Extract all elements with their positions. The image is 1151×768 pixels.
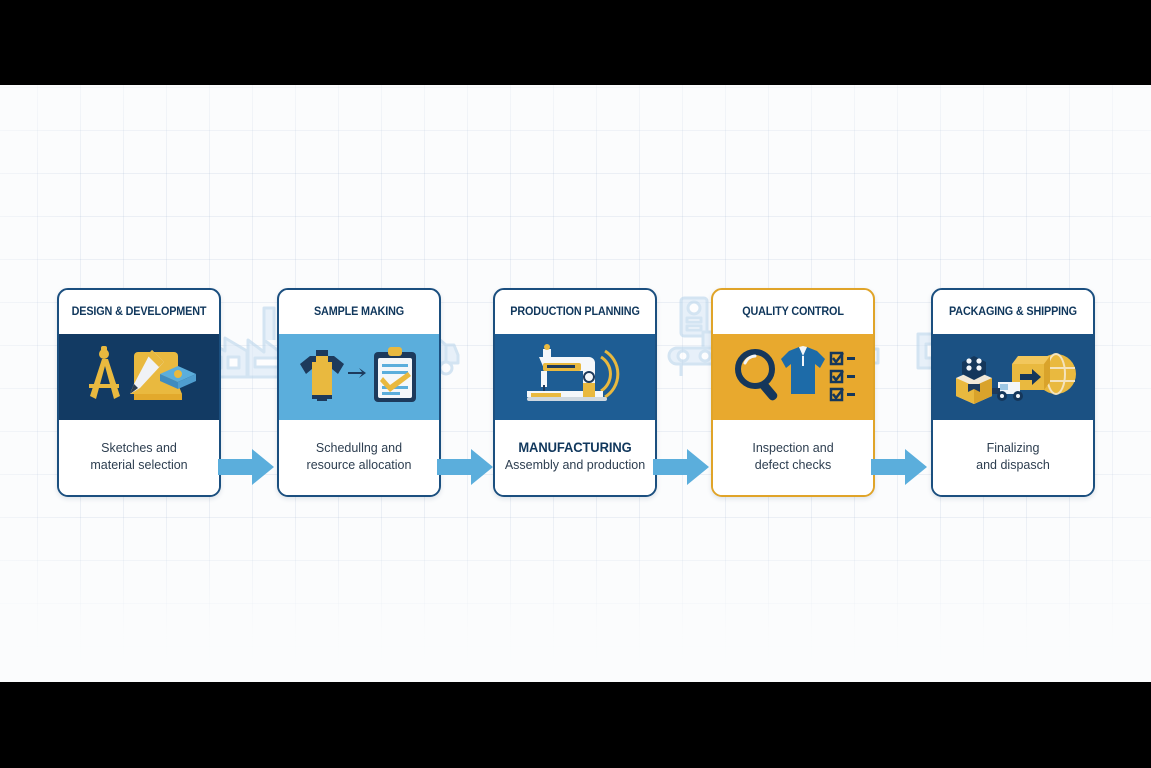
step-caption-design-development: Sketches and material selection bbox=[59, 420, 219, 495]
sewing-machine-icon bbox=[517, 343, 633, 412]
caption-line: material selection bbox=[90, 457, 188, 472]
caption-line: defect checks bbox=[754, 457, 832, 472]
drafting-compass-pencil-fabric-icon bbox=[80, 344, 198, 411]
step-title-design-development: DESIGN & DEVELOPMENT bbox=[63, 290, 215, 334]
arrow-design-to-sample bbox=[218, 447, 276, 487]
step-card-design-development[interactable]: DESIGN & DEVELOPMENT bbox=[57, 288, 221, 497]
caption-line: Assembly and production bbox=[504, 457, 646, 472]
step-caption-quality-control: Inspection and defect checks bbox=[713, 420, 873, 495]
boxes-truck-globe-icon bbox=[948, 344, 1078, 411]
arrow-quality-to-packaging bbox=[871, 447, 929, 487]
step-caption-packaging-shipping: Finalizing and dispasch bbox=[933, 420, 1093, 495]
caption-line: Schedullng and bbox=[315, 441, 403, 455]
step-icon-band-packaging-shipping bbox=[933, 334, 1093, 420]
step-icon-band-quality-control bbox=[713, 334, 873, 420]
step-title-packaging-shipping: PACKAGING & SHIPPING bbox=[937, 290, 1089, 334]
magnifier-shirt-checklist-icon bbox=[731, 345, 855, 410]
arrow-sample-to-production bbox=[437, 447, 495, 487]
step-icon-band-production-planning bbox=[495, 334, 655, 420]
letterbox-bottom-bar bbox=[0, 682, 1151, 768]
step-card-sample-making[interactable]: SAMPLE MAKING bbox=[277, 288, 441, 497]
caption-line: and dispasch bbox=[976, 457, 1050, 472]
step-title-production-planning: PRODUCTION PLANNING bbox=[499, 290, 651, 334]
step-card-packaging-shipping[interactable]: PACKAGING & SHIPPING bbox=[931, 288, 1095, 497]
caption-strong: MANUFACTURING bbox=[518, 440, 632, 455]
caption-line: Inspection and bbox=[752, 441, 834, 455]
step-card-quality-control[interactable]: QUALITY CONTROL bbox=[711, 288, 875, 497]
caption-line: resource allocation bbox=[306, 457, 412, 472]
step-caption-production-planning: MANUFACTURING Assembly and production bbox=[495, 420, 655, 495]
process-flow-diagram: DESIGN & DEVELOPMENT bbox=[0, 85, 1151, 682]
arrow-production-to-quality bbox=[653, 447, 711, 487]
step-icon-band-sample-making bbox=[279, 334, 439, 420]
step-caption-sample-making: Schedullng and resource allocation bbox=[279, 420, 439, 495]
letterbox-top-bar bbox=[0, 0, 1151, 85]
slide-canvas: DESIGN & DEVELOPMENT bbox=[0, 85, 1151, 682]
step-card-production-planning[interactable]: PRODUCTION PLANNING bbox=[493, 288, 657, 497]
caption-line: Finalizing bbox=[986, 441, 1040, 455]
step-title-quality-control: QUALITY CONTROL bbox=[717, 290, 869, 334]
caption-line: Sketches and bbox=[101, 441, 177, 455]
garment-to-clipboard-icon bbox=[298, 344, 420, 411]
step-title-sample-making: SAMPLE MAKING bbox=[283, 290, 435, 334]
step-icon-band-design-development bbox=[59, 334, 219, 420]
